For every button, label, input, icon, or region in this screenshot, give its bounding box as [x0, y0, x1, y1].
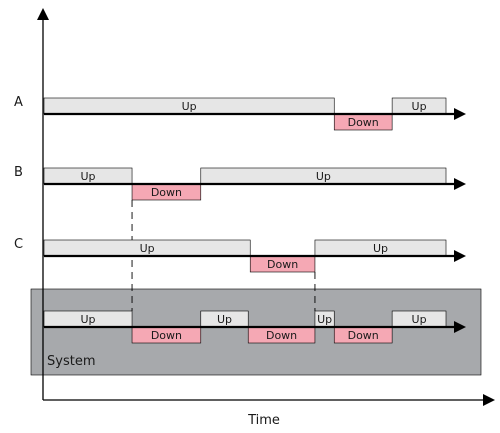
up-segment-label: Up	[80, 170, 95, 183]
down-segment-label: Down	[266, 329, 297, 342]
timeline-arrowhead	[454, 250, 466, 262]
down-segment-label: Down	[348, 116, 379, 129]
up-segment-label: Up	[412, 313, 427, 326]
row-label: A	[14, 95, 23, 110]
down-segment-label: Down	[151, 186, 182, 199]
up-segment-label: Up	[316, 170, 331, 183]
timeline-arrowhead	[454, 178, 466, 190]
system-group-label: System	[47, 354, 95, 369]
down-segment-label: Down	[267, 258, 298, 271]
timeline-arrowhead	[454, 108, 466, 120]
up-segment-label: Up	[140, 242, 155, 255]
down-segment-label: Down	[151, 329, 182, 342]
up-segment-label: Up	[217, 313, 232, 326]
x-axis-arrowhead	[483, 394, 495, 406]
time-axis-label: Time	[247, 413, 280, 428]
up-segment-label: Up	[182, 100, 197, 113]
up-segment-label: Up	[373, 242, 388, 255]
timeline-rows: UpDownUpAUpDownUpBUpDownUpCUpDownUpDownU…	[14, 95, 466, 344]
y-axis-arrowhead	[37, 8, 49, 20]
up-segment-label: Up	[412, 100, 427, 113]
dependency-dashed-lines	[131, 200, 316, 311]
down-segment-label: Down	[348, 329, 379, 342]
row-label: C	[14, 237, 23, 252]
row-label: B	[14, 165, 23, 180]
up-segment-label: Up	[317, 313, 332, 326]
timeline-arrowhead	[454, 321, 466, 333]
up-segment-label: Up	[80, 313, 95, 326]
